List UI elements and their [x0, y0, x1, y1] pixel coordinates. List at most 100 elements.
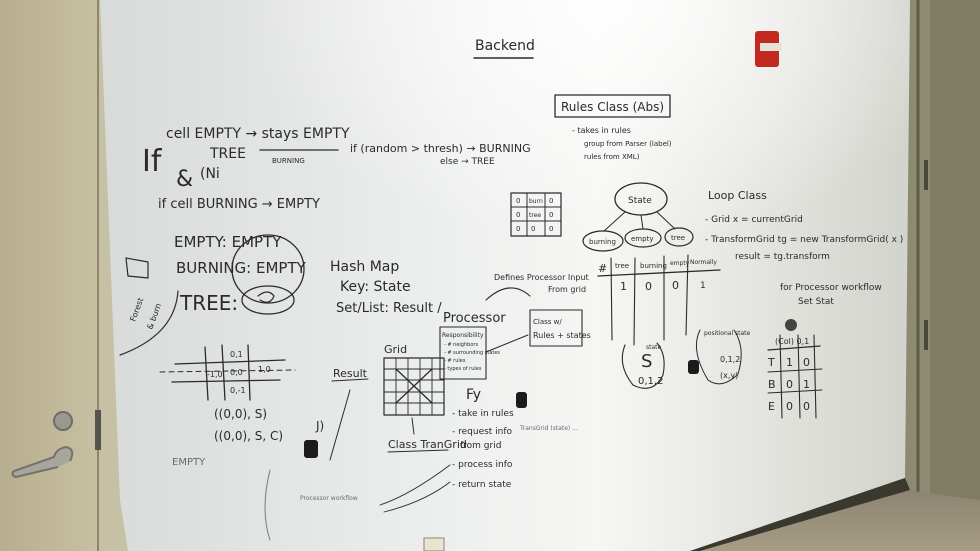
loop-class-line: - Grid x = currentGrid: [705, 215, 803, 225]
right-matrix-cell: T: [767, 356, 775, 369]
processor-section: Defines Processor Input From grid Proces…: [439, 273, 591, 490]
tuple: ((0,0), S, C): [214, 429, 283, 443]
processor-step: - process info: [452, 460, 513, 470]
state-table: # tree burning empty Normally 1 0 0 1 S …: [597, 254, 751, 389]
small-matrix-cell: burn: [529, 198, 543, 205]
small-matrix-cell: 0: [531, 225, 535, 233]
transitions-group: EMPTY: EMPTY BURNING: EMPTY TREE:: [174, 233, 307, 315]
state-child: tree: [671, 234, 685, 242]
board-tray: [690, 478, 910, 551]
small-matrix: 0 burn 0 0 tree 0 0 0 0: [510, 192, 562, 237]
rule-random: if (random > thresh) → BURNING: [350, 142, 531, 155]
state-child: empty: [631, 235, 653, 243]
rules-class-title: Rules Class (Abs): [561, 100, 664, 114]
state-table-extra: 0,1,2: [638, 376, 663, 387]
right-matrix: (Col) 0,1 T 1 0 B 0 1 E 0 0: [767, 334, 823, 419]
class-transgrid: Class TranGrid: [388, 438, 467, 451]
processor-title: Processor: [443, 311, 506, 326]
rule-tree: TREE: [209, 146, 246, 162]
coord-label: 1,0: [258, 365, 271, 374]
faded-text: EMPTY: [172, 457, 206, 468]
processor-responsibility: - # rules: [444, 358, 466, 364]
wall-outlet: [423, 537, 445, 551]
magnet: [304, 440, 318, 458]
rules-and: &: [176, 167, 193, 192]
small-matrix-cell: 0: [549, 211, 553, 219]
small-matrix-cell: 0: [516, 211, 520, 219]
small-matrix-cell: 0: [516, 197, 520, 205]
faded-text: TransGrid (state) ...: [519, 425, 578, 432]
right-matrix-cell: 1: [786, 356, 793, 369]
fire-alarm-icon: [755, 31, 782, 67]
coordinate-cross: 0,1 -1,0 0,0 1,0 0,-1: [159, 344, 296, 401]
processor-step: from grid: [460, 441, 501, 451]
rule-burning: if cell BURNING → EMPTY: [158, 197, 320, 212]
coord-label: 0,-1: [230, 386, 246, 395]
small-matrix-cell: 0: [549, 225, 553, 233]
faded-text: Processor workflow: [300, 495, 358, 502]
hashmap-title: Hash Map: [330, 259, 399, 275]
processor-step: Fy: [466, 387, 481, 403]
processor-defines: Defines Processor Input: [494, 273, 589, 282]
processor-responsibility: - # neighbors: [444, 342, 478, 348]
small-matrix-cell: tree: [529, 212, 541, 219]
state-diagram: State burning empty tree: [582, 182, 694, 252]
right-matrix-cell: 1: [803, 378, 810, 391]
right-matrix-header: (Col) 0,1: [775, 337, 809, 346]
rule-empty: cell EMPTY → stays EMPTY: [166, 126, 350, 142]
loop-class-line: result = tg.transform: [735, 252, 830, 262]
right-matrix-cell: 0: [803, 400, 810, 413]
grid-label: Grid: [384, 343, 407, 356]
coord-label: 0,0: [230, 368, 243, 377]
loop-class-title: Loop Class: [708, 189, 767, 202]
processor-step: - request info: [452, 427, 513, 437]
processor-step: - take in rules: [452, 409, 514, 419]
door-handle: [11, 445, 74, 479]
state-table-extra: S: [641, 351, 652, 372]
floor: [690, 490, 980, 551]
state-table-header: Normally: [690, 259, 717, 266]
state-table-cell: 0: [672, 279, 679, 292]
state-table-extra: (x,y): [720, 371, 738, 380]
rule-else: else → TREE: [440, 157, 495, 167]
hashmap-key: Key: State: [340, 279, 411, 295]
small-matrix-cell: 0: [549, 197, 553, 205]
state-table-extra: positional state: [704, 330, 751, 337]
rules-class-note: group from Parser (label): [584, 140, 672, 148]
rules-class-note: rules from XML): [584, 153, 640, 161]
result-label: Result: [333, 367, 368, 380]
right-matrix-cell: 0: [803, 356, 810, 369]
coord-label: -1,0: [207, 370, 223, 379]
processor-note: for Processor workflow: [780, 283, 882, 293]
processor-defines: From grid: [548, 285, 586, 294]
transition-burning: BURNING: EMPTY: [176, 259, 307, 277]
processor-responsibility: - # surrounding states: [444, 350, 500, 356]
state-table-header: burning: [640, 262, 667, 270]
right-matrix-cell: 0: [786, 400, 793, 413]
state-child: burning: [589, 238, 616, 246]
magnet: [516, 392, 527, 408]
state-table-cell: 1: [620, 280, 627, 293]
magnet: [785, 319, 797, 331]
door-lock-icon: [53, 411, 73, 431]
state-table-cell: 1: [700, 281, 706, 291]
processor-responsibility: Responsibility: [442, 332, 484, 339]
rule-burning-label: BURNING: [272, 157, 305, 165]
right-matrix-cell: 0: [786, 378, 793, 391]
state-table-header: #: [598, 262, 607, 275]
state-table-extra: 0,1,2: [720, 355, 740, 364]
transition-empty: EMPTY: EMPTY: [174, 233, 282, 251]
rule-neighbors: (Ni: [200, 166, 220, 182]
bracket: J): [315, 419, 324, 433]
rules-class-note: - takes in rules: [572, 126, 631, 135]
state-table-header: tree: [615, 262, 629, 270]
coord-label: 0,1: [230, 350, 243, 359]
rules-if: If: [142, 144, 163, 179]
hashmap-set: Set/List: Result /: [336, 301, 442, 316]
processor-step: - return state: [452, 480, 512, 490]
processor-responsibility: - types of rules: [444, 366, 482, 372]
state-table-cell: 0: [645, 280, 652, 293]
right-matrix-cell: B: [768, 378, 776, 391]
tuple: ((0,0), S): [214, 407, 267, 421]
